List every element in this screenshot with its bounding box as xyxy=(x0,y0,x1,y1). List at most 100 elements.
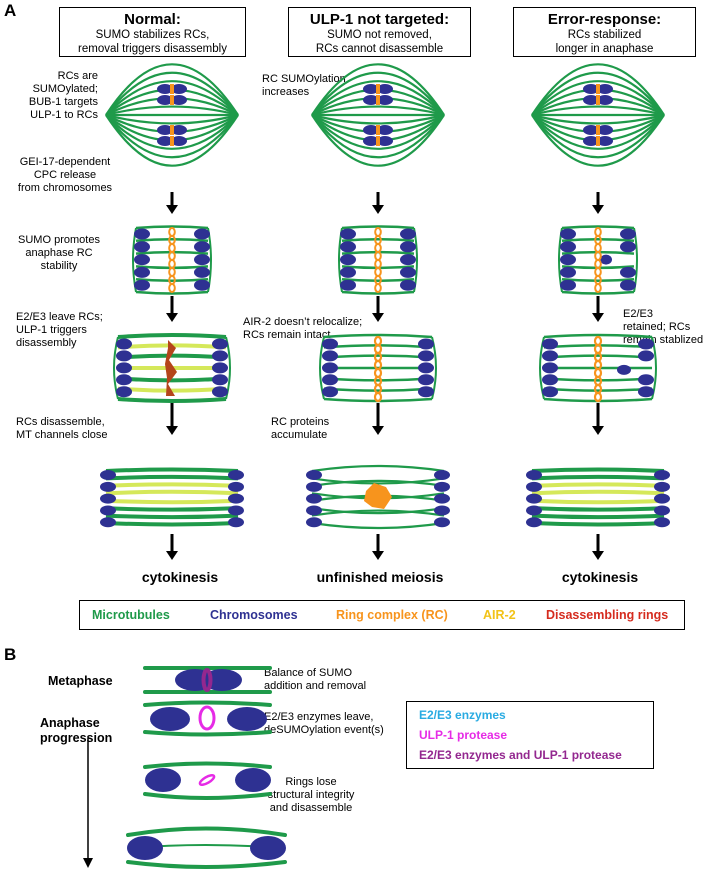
microtubule xyxy=(531,105,665,117)
chromosome xyxy=(363,136,379,146)
microtubule xyxy=(105,105,239,117)
chromosome xyxy=(306,481,322,492)
ring-complex xyxy=(373,367,383,379)
microtubule xyxy=(311,114,445,159)
header-error: Error-response: RCs stabilized longer in… xyxy=(513,7,696,57)
chromosome xyxy=(134,266,150,278)
microtubule xyxy=(531,521,665,527)
chromosome xyxy=(322,338,338,350)
ring-complex xyxy=(594,267,602,277)
chromosome xyxy=(306,517,322,528)
arrow-head xyxy=(166,313,178,322)
chromosome xyxy=(377,136,393,146)
chromosome xyxy=(400,266,416,278)
chromosome xyxy=(306,493,322,504)
arrow-head xyxy=(592,551,604,560)
ring-complex xyxy=(373,351,383,363)
chromosome xyxy=(340,241,356,253)
chromosome xyxy=(434,517,450,528)
chromosome xyxy=(542,374,558,386)
late-anaphase-normal xyxy=(100,467,244,528)
early-anaphase-error xyxy=(558,225,638,295)
ring-complex xyxy=(596,136,600,146)
microtubule xyxy=(531,482,665,488)
header-error-title: Error-response: xyxy=(547,11,662,28)
arrow-head xyxy=(372,313,384,322)
early-anaphase-ulp1 xyxy=(338,225,418,295)
chromosome xyxy=(100,517,116,528)
legend-panel-b: E2/E3 enzymes ULP-1 protease E2/E3 enzym… xyxy=(406,701,654,769)
chromosome xyxy=(171,125,187,135)
microtubule xyxy=(105,114,239,150)
chromosome xyxy=(560,228,576,240)
chromosome xyxy=(542,338,558,350)
chromosome xyxy=(322,374,338,386)
microtubule xyxy=(543,354,653,359)
chromosome xyxy=(638,350,654,362)
chromosome xyxy=(597,95,613,105)
microtubule xyxy=(311,521,445,530)
ring-complex xyxy=(373,335,383,347)
chromosome xyxy=(116,350,132,362)
chromosome xyxy=(100,493,116,504)
chromosome xyxy=(560,254,576,266)
ring-complex-aggregate xyxy=(364,483,392,509)
arrow-head xyxy=(372,551,384,560)
chromosome xyxy=(340,279,356,291)
chromosome xyxy=(322,362,338,374)
chromosome xyxy=(526,505,542,516)
panel-a-label: A xyxy=(4,1,17,20)
chromosome xyxy=(400,254,416,266)
panel-b-anaphase-cell-2 xyxy=(143,761,272,800)
chromosome xyxy=(212,362,228,374)
chromosome xyxy=(228,517,244,528)
microtubule xyxy=(323,377,433,382)
chromosome xyxy=(418,386,434,398)
chromosome xyxy=(157,125,173,135)
chromosome xyxy=(400,279,416,291)
microtubule xyxy=(311,477,445,485)
mid-anaphase-error xyxy=(539,333,657,403)
microtubule xyxy=(531,114,665,159)
microtubule xyxy=(117,386,227,393)
chromosome xyxy=(228,481,244,492)
chromosome xyxy=(171,84,187,94)
chromosome xyxy=(134,241,150,253)
outcome-error: cytokinesis xyxy=(561,569,639,585)
microtubule xyxy=(117,333,227,339)
chromosome xyxy=(134,279,150,291)
microtubule xyxy=(561,238,635,243)
outcome-ulp1: unfinished meiosis xyxy=(316,569,444,585)
ring-complex xyxy=(170,84,174,94)
chromosome xyxy=(638,338,654,350)
microtubule xyxy=(531,506,665,512)
mid-anaphase-normal xyxy=(113,333,231,403)
microtubule xyxy=(105,114,239,159)
ring-complex xyxy=(596,125,600,135)
chromosome xyxy=(638,386,654,398)
ring-complex xyxy=(594,283,602,293)
header-error-subtitle-2: longer in anaphase xyxy=(555,43,654,55)
chromosome xyxy=(194,254,210,266)
header-ulp1-subtitle-1: SUMO not removed, xyxy=(327,29,432,41)
microtubule xyxy=(561,277,635,282)
chromosome xyxy=(322,386,338,398)
microtubule xyxy=(543,387,653,392)
chromosome xyxy=(377,84,393,94)
legend-combo: E2/E3 enzymes and ULP-1 protease xyxy=(419,748,622,762)
chromosome xyxy=(134,254,150,266)
microtubule xyxy=(105,114,239,167)
chromosome xyxy=(212,338,228,350)
microtubule xyxy=(105,489,239,496)
ring-complex xyxy=(168,243,176,253)
microtubule xyxy=(531,498,665,505)
microtubule xyxy=(105,113,239,125)
chromosome xyxy=(542,362,558,374)
arrow-head xyxy=(166,426,178,435)
panel-b-anaphase-cell-3 xyxy=(126,826,287,869)
microtubule xyxy=(341,238,415,243)
microtubule xyxy=(135,225,209,230)
panel-b-label: B xyxy=(4,645,17,664)
microtubule xyxy=(311,507,445,515)
